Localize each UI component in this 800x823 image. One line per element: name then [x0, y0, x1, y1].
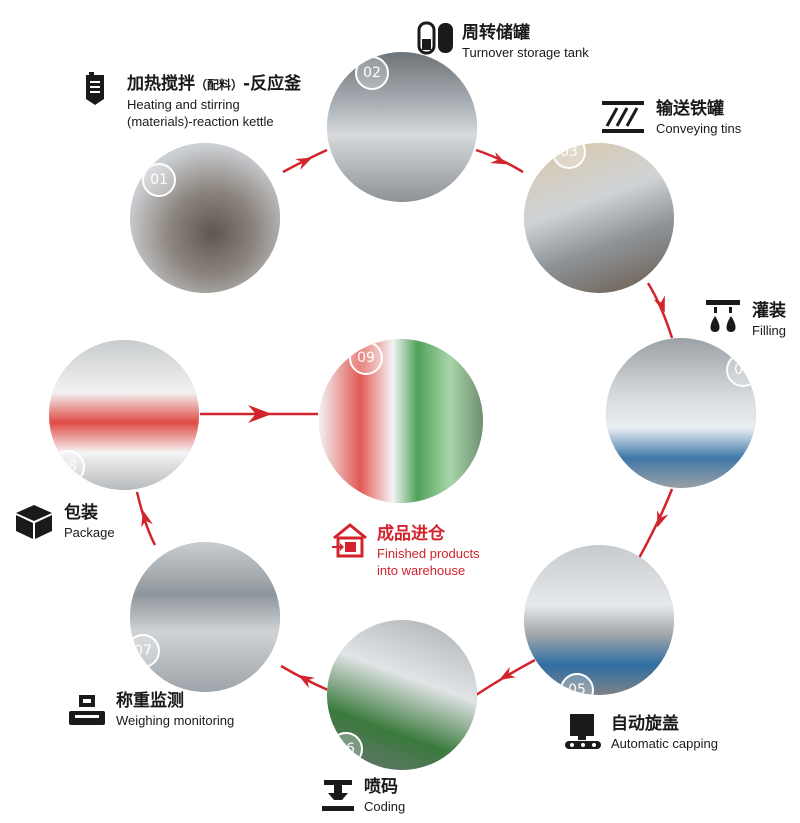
photo-conveying-tins: 03 [524, 143, 674, 293]
capping-machine-icon [565, 714, 601, 749]
step-number-badge: 07 [130, 634, 160, 668]
step-label-conveying-tins: 输送铁罐 Conveying tins [656, 99, 742, 136]
photo-filling-machine: 04 [606, 338, 756, 488]
step-label-filling: 灌装 Filling [752, 301, 786, 338]
flow-arrowhead [248, 405, 272, 423]
warehouse-icon [332, 523, 367, 558]
flow-arrowhead [490, 152, 508, 165]
photo-coding-line: 06 [327, 620, 477, 770]
photo-capping-machine: 05 [524, 545, 674, 695]
step-label-storage-tank: 周转储罐 Turnover storage tank [462, 23, 589, 60]
step-number-badge: 03 [552, 143, 586, 169]
step-number-badge: 02 [355, 56, 389, 90]
step-label-heating-stirring: 加热搅拌（配料）-反应釜 Heating and stirring (mater… [127, 74, 302, 129]
step-number-badge: 04 [726, 353, 756, 387]
flow-arrowhead [657, 510, 669, 528]
flow-arrowhead [298, 675, 315, 689]
step-label-weighing-monitoring: 称重监测 Weighing monitoring [116, 691, 235, 728]
flow-arrowhead [295, 157, 313, 170]
step-number-badge: 05 [560, 673, 594, 695]
step-number-badge: 08 [51, 450, 85, 484]
step-label-coding: 喷码 Coding [364, 777, 406, 814]
flow-connector [135, 491, 157, 546]
step-label-package: 包装 Package [64, 503, 115, 540]
flow-arrowhead [499, 666, 516, 680]
step-label-warehouse: 成品进仓 Finished products into warehouse [377, 524, 480, 578]
filling-drops-icon [706, 300, 740, 332]
scale-icon [69, 695, 105, 725]
step-number-badge: 01 [142, 163, 176, 197]
box-icon [16, 505, 52, 539]
photo-reaction-kettle: 01 [130, 143, 280, 293]
photo-packaging: 08 [49, 340, 199, 490]
step-number-badge: 06 [329, 732, 363, 766]
flow-arrowhead [653, 295, 665, 313]
photo-warehouse: 09 [319, 339, 483, 503]
photo-storage-tank: 02 [327, 52, 477, 202]
coding-press-icon [322, 780, 354, 811]
photo-weighing-station: 07 [130, 542, 280, 692]
step-label-automatic-capping: 自动旋盖 Automatic capping [611, 714, 718, 751]
step-number-badge: 09 [349, 341, 383, 375]
flow-arrowhead [141, 510, 153, 528]
conveyor-icon [602, 101, 644, 133]
kettle-icon [86, 72, 104, 105]
storage-tank-icon [417, 21, 453, 55]
